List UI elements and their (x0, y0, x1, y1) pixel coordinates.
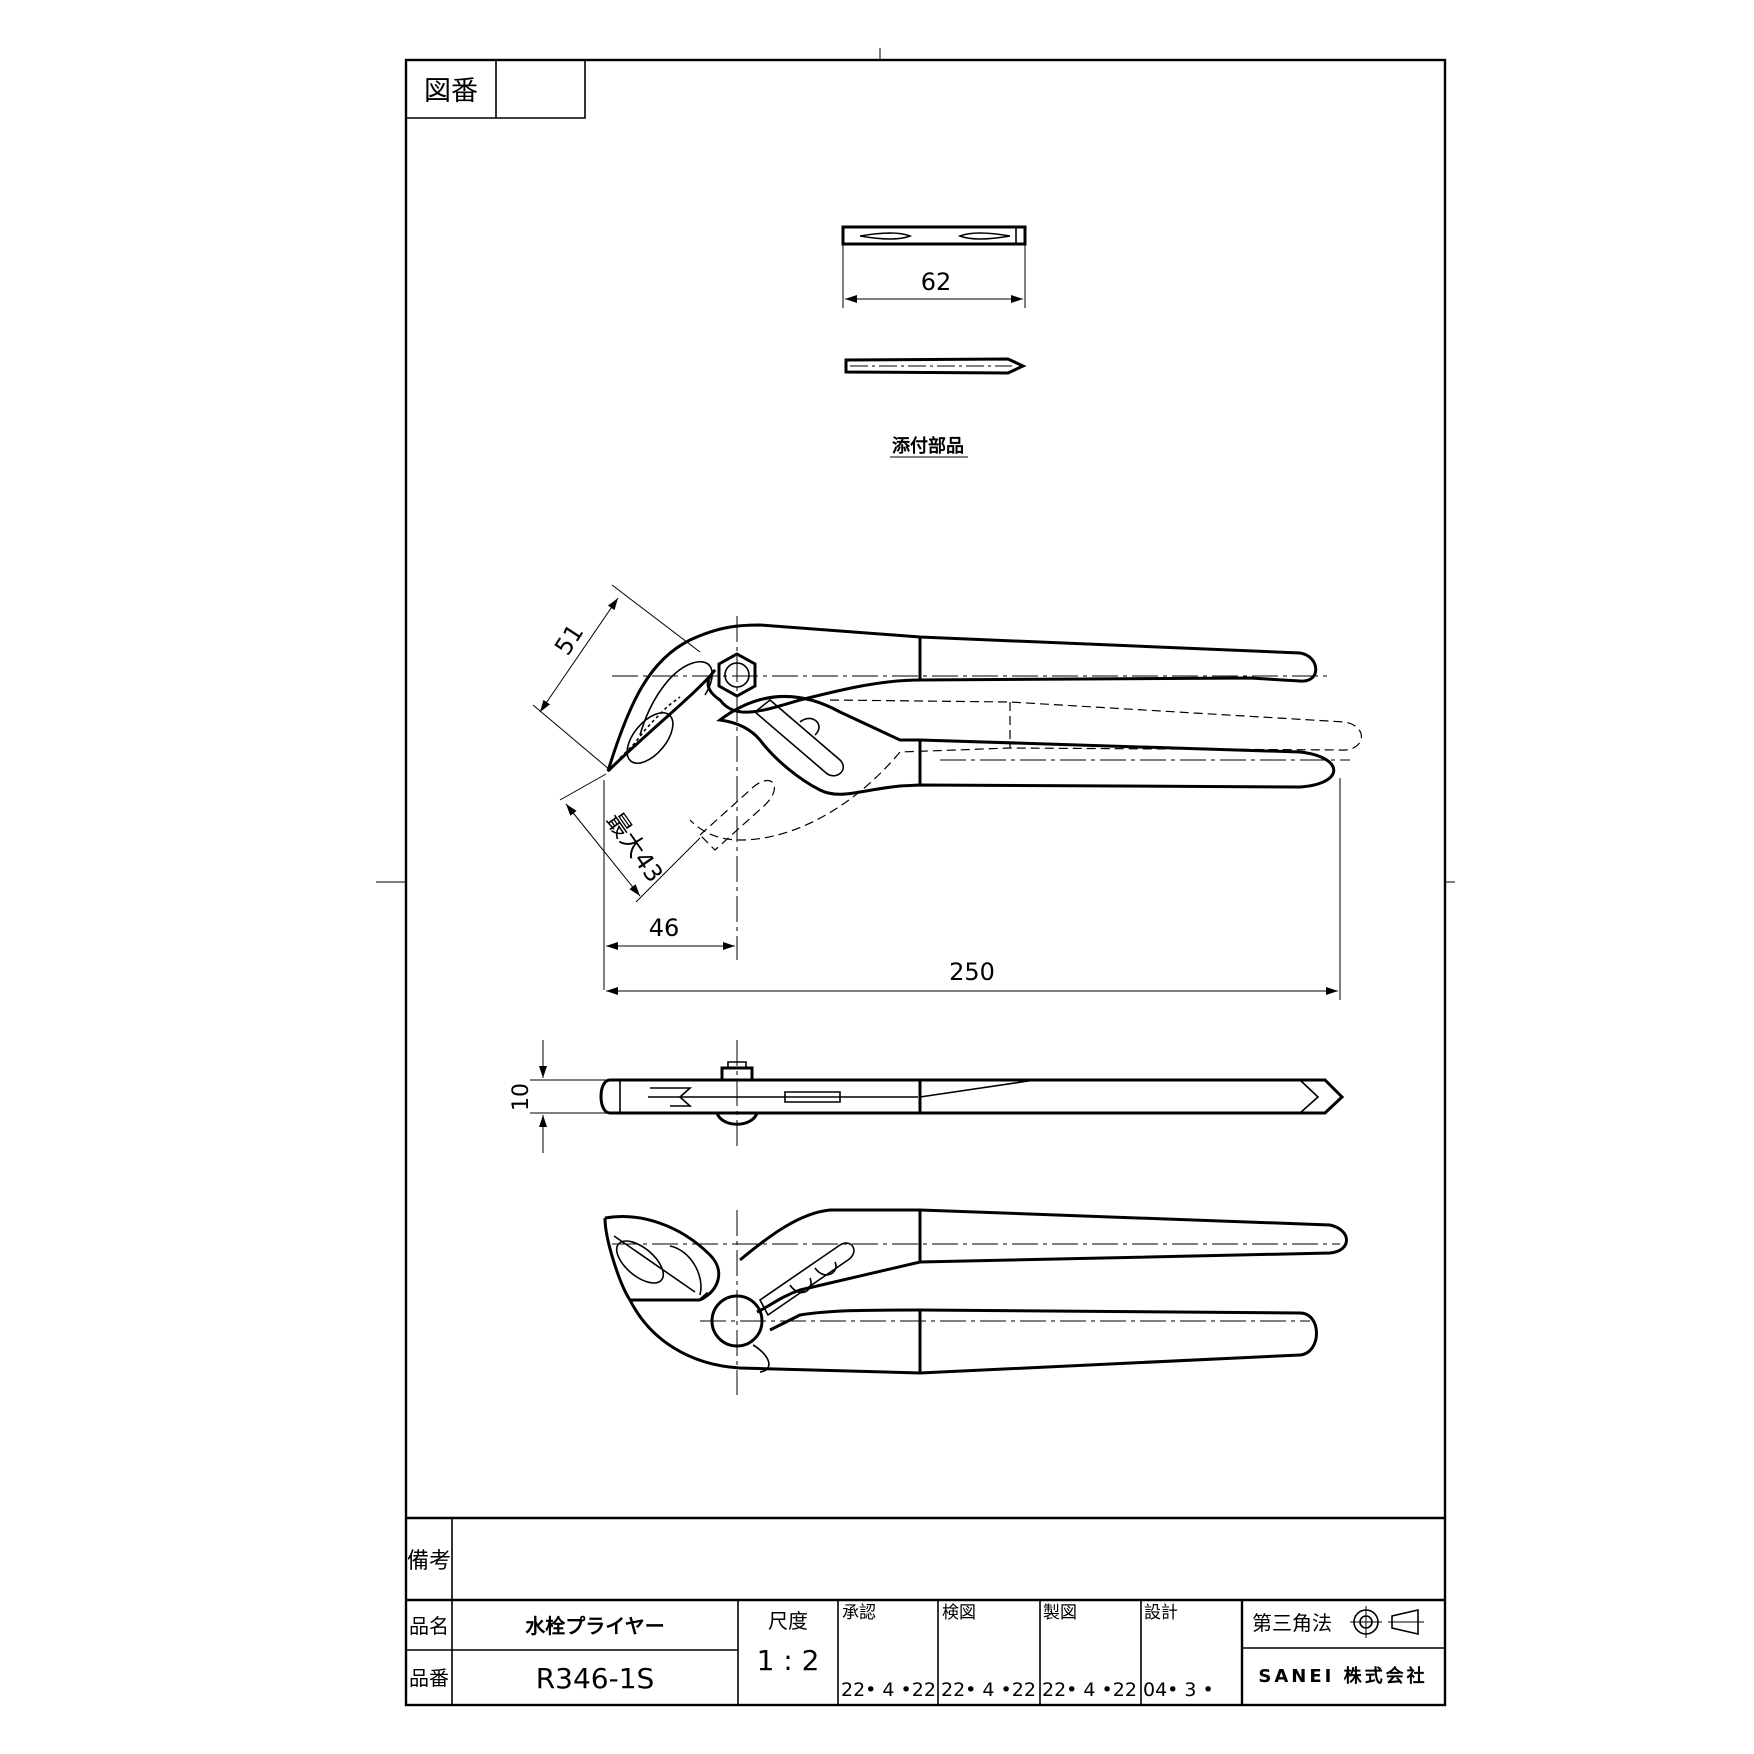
designed-label: 設計 (1144, 1603, 1178, 1623)
part-number-label: 品番 (409, 1666, 449, 1690)
accessory-part-side-view (844, 357, 1027, 375)
dim-accessory-length-text: 62 (921, 268, 952, 296)
pliers-side-view (599, 1040, 1345, 1150)
dimension-thickness: 10 (509, 1040, 608, 1153)
dim-max-opening-text: 最大43 (601, 807, 669, 887)
scale-value: 1 : 2 (757, 1644, 820, 1677)
dim-pivot-offset-text: 46 (649, 914, 680, 942)
projection-label: 第三角法 (1252, 1611, 1332, 1635)
product-name-label: 品名 (409, 1614, 449, 1638)
third-angle-projection-icon (1350, 1606, 1424, 1638)
title-block: 備考 品名 水栓プライヤー 品番 R346-1S 尺度 1 : 2 承認 22•… (406, 1516, 1445, 1705)
pliers-front-view (606, 616, 1363, 960)
drawing-number-label: 図番 (424, 76, 478, 107)
dim-thickness-text: 10 (509, 1083, 534, 1111)
dimension-overall-length: 250 (606, 778, 1341, 1000)
drafted-label: 製図 (1043, 1603, 1077, 1623)
approved-label: 承認 (842, 1603, 876, 1623)
accessory-caption: 添付部品 (892, 435, 964, 457)
accessory-part-top-view (841, 225, 1027, 246)
remarks-label: 備考 (407, 1549, 451, 1574)
checked-date: 22• 4 •22 (941, 1679, 1036, 1701)
dimension-accessory-length: 62 (842, 245, 1026, 308)
drawing-number-box: 図番 (406, 60, 586, 119)
dim-overall-length-text: 250 (949, 958, 995, 986)
dimension-max-opening: 最大43 (559, 773, 701, 903)
dimension-pivot-offset: 46 (603, 780, 735, 990)
drawing-frame (376, 48, 1455, 1707)
product-name: 水栓プライヤー (525, 1614, 664, 1638)
checked-label: 検図 (942, 1603, 976, 1623)
designed-date: 04• 3 • (1143, 1679, 1214, 1701)
drafted-date: 22• 4 •22 (1042, 1679, 1137, 1701)
company-name: SANEI 株式会社 (1258, 1665, 1427, 1687)
scale-label: 尺度 (768, 1609, 808, 1633)
part-number: R346-1S (536, 1662, 655, 1695)
pliers-open-view (603, 1208, 1348, 1395)
approved-date: 22• 4 •22 (841, 1679, 936, 1701)
dim-jaw-length-text: 51 (549, 619, 589, 660)
